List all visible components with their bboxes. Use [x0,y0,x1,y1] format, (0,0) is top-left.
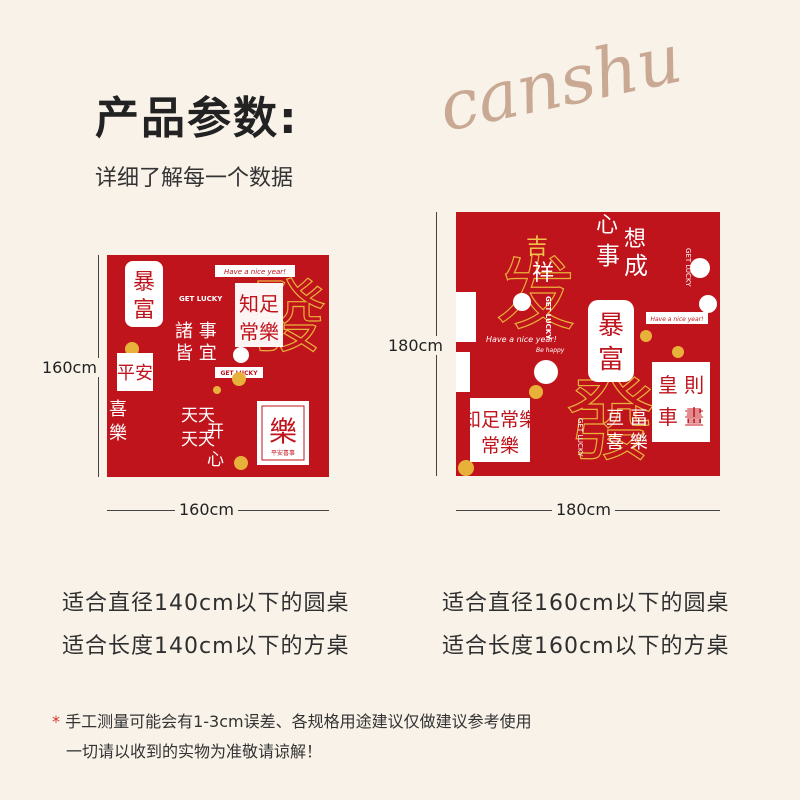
pattern-pingan: 平安 [117,363,153,384]
pattern-get-lucky: GET LUCKY [179,295,223,303]
spec-round-160: 适合直径160cm以下的圆桌 [442,591,730,616]
svg-text:成: 成 [624,252,648,280]
svg-text:canshu: canshu [432,22,688,132]
svg-text:皆 宜: 皆 宜 [175,343,217,364]
svg-text:天天: 天天 [181,430,215,450]
svg-text:常樂: 常樂 [481,435,519,457]
note-text-1: 手工测量可能会有1-3cm误差、各规格用途建议仅做建议参考使用 [65,712,532,731]
brand-logo: canshu [432,22,688,132]
page-subtitle: 详细了解每一个数据 [95,166,294,191]
height-label-180: 180cm [384,336,447,355]
svg-text:暴: 暴 [598,311,624,341]
tablecloth-160-image: 發 暴 富 GET LUCKY Have a nice year! 知足 常樂 … [107,255,329,477]
svg-text:車 畫: 車 畫 [658,405,704,429]
spec-round-140: 适合直径140cm以下的圆桌 [62,591,350,616]
svg-text:发: 发 [496,248,576,341]
svg-text:事: 事 [596,242,620,270]
pattern-nice-year: Have a nice year! [224,268,286,276]
width-label-160: 160cm [175,500,238,519]
svg-text:知足: 知足 [239,292,279,316]
pattern-fa-2: 發 [566,369,656,474]
svg-text:亘 畐: 亘 畐 [606,408,648,429]
svg-text:喜 樂: 喜 樂 [606,432,648,453]
pattern-zhizu: 知足常樂 [462,409,538,431]
svg-text:心: 心 [596,213,618,238]
pattern-nice-year-2: Have a nice year! [486,335,557,344]
svg-text:諸 事: 諸 事 [175,321,217,342]
svg-text:富: 富 [598,345,624,375]
svg-text:祥: 祥 [532,261,554,286]
svg-text:吉: 吉 [526,235,548,260]
pattern-baofu-1: 暴 [133,270,155,295]
tablecloth-180-image: 发 發 吉 祥 心 想 事 成 GET LUCKY 暴 富 Have a nic… [456,212,720,476]
height-label-160: 160cm [38,358,101,377]
svg-text:天天: 天天 [181,406,215,426]
svg-text:Have a nice year!: Have a nice year! [650,316,703,323]
pattern-be-happy: Be happy [536,347,565,354]
svg-text:常樂: 常樂 [239,320,279,344]
svg-text:皇 則: 皇 則 [658,373,704,397]
svg-text:樂: 樂 [109,423,127,444]
svg-text:心: 心 [207,450,224,470]
pattern-get-lucky-2: GET LUCKY [544,296,552,340]
svg-text:GET LUCKY: GET LUCKY [576,418,584,457]
measurement-note-line2: 一切请以收到的实物为准敬请谅解！ [66,742,323,761]
spec-square-160: 适合长度160cm以下的方桌 [442,634,730,659]
page-title: 产品参数: [95,93,299,144]
measurement-note-line1: * 手工测量可能会有1-3cm误差、各规格用途建议仅做建议参考使用 [52,708,532,732]
svg-text:想: 想 [624,227,646,252]
note-star: * [52,712,60,731]
pattern-pingan-xishi: 平安喜事 [271,449,295,457]
pattern-baofu-2: 富 [133,298,155,323]
spec-square-140: 适合长度140cm以下的方桌 [62,634,350,659]
svg-text:开: 开 [207,422,224,442]
svg-text:GET LUCKY: GET LUCKY [684,248,692,287]
pattern-le: 樂 [269,415,297,448]
svg-text:喜: 喜 [109,399,127,420]
width-label-180: 180cm [552,500,615,519]
